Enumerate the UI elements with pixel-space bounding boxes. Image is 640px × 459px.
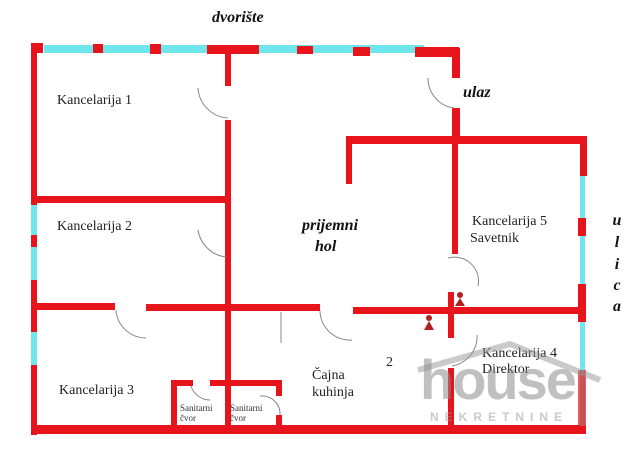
street-letter: a <box>613 298 621 315</box>
person-markers <box>424 292 465 330</box>
kitchen-label-2: kuhinja <box>312 385 354 400</box>
room-office-3: Kancelarija 3 <box>59 383 135 398</box>
hall-label-1: prijemni <box>302 217 359 234</box>
wc-1-label-1: Sanitarni <box>180 403 213 413</box>
right-wall <box>346 48 587 426</box>
street-letter: c <box>613 277 621 294</box>
watermark-brand: house <box>420 348 577 411</box>
room-office-5-title: Kancelarija 5 <box>472 214 548 229</box>
street-letter: u <box>612 212 622 229</box>
kitchen-label-1: Čajna <box>312 368 345 383</box>
wc-1-label-2: čvor <box>180 413 196 423</box>
wc-2-label-1: Sanitarni <box>230 403 263 413</box>
street-letter: i <box>614 256 620 273</box>
courtyard-label: dvorište <box>212 9 264 26</box>
room-marker-2: 2 <box>386 355 393 370</box>
watermark-roof-icon <box>417 340 602 383</box>
street-letter: l <box>614 234 620 251</box>
room-office-5-subtitle: Savetnik <box>470 231 519 246</box>
room-office-1: Kancelarija 1 <box>57 93 133 108</box>
interior-walls <box>35 52 581 430</box>
left-wall <box>31 45 37 435</box>
wc-2-label-2: čvor <box>230 413 246 423</box>
bottom-wall <box>31 425 586 434</box>
hall-label-2: hol <box>315 238 337 255</box>
doors <box>115 77 479 416</box>
room-office-4-subtitle: Direktor <box>482 362 530 377</box>
room-office-2: Kancelarija 2 <box>57 219 133 234</box>
watermark-sub: NEKRETNINE <box>430 410 569 424</box>
entrance-label: ulaz <box>463 84 491 101</box>
top-wall <box>31 43 459 57</box>
